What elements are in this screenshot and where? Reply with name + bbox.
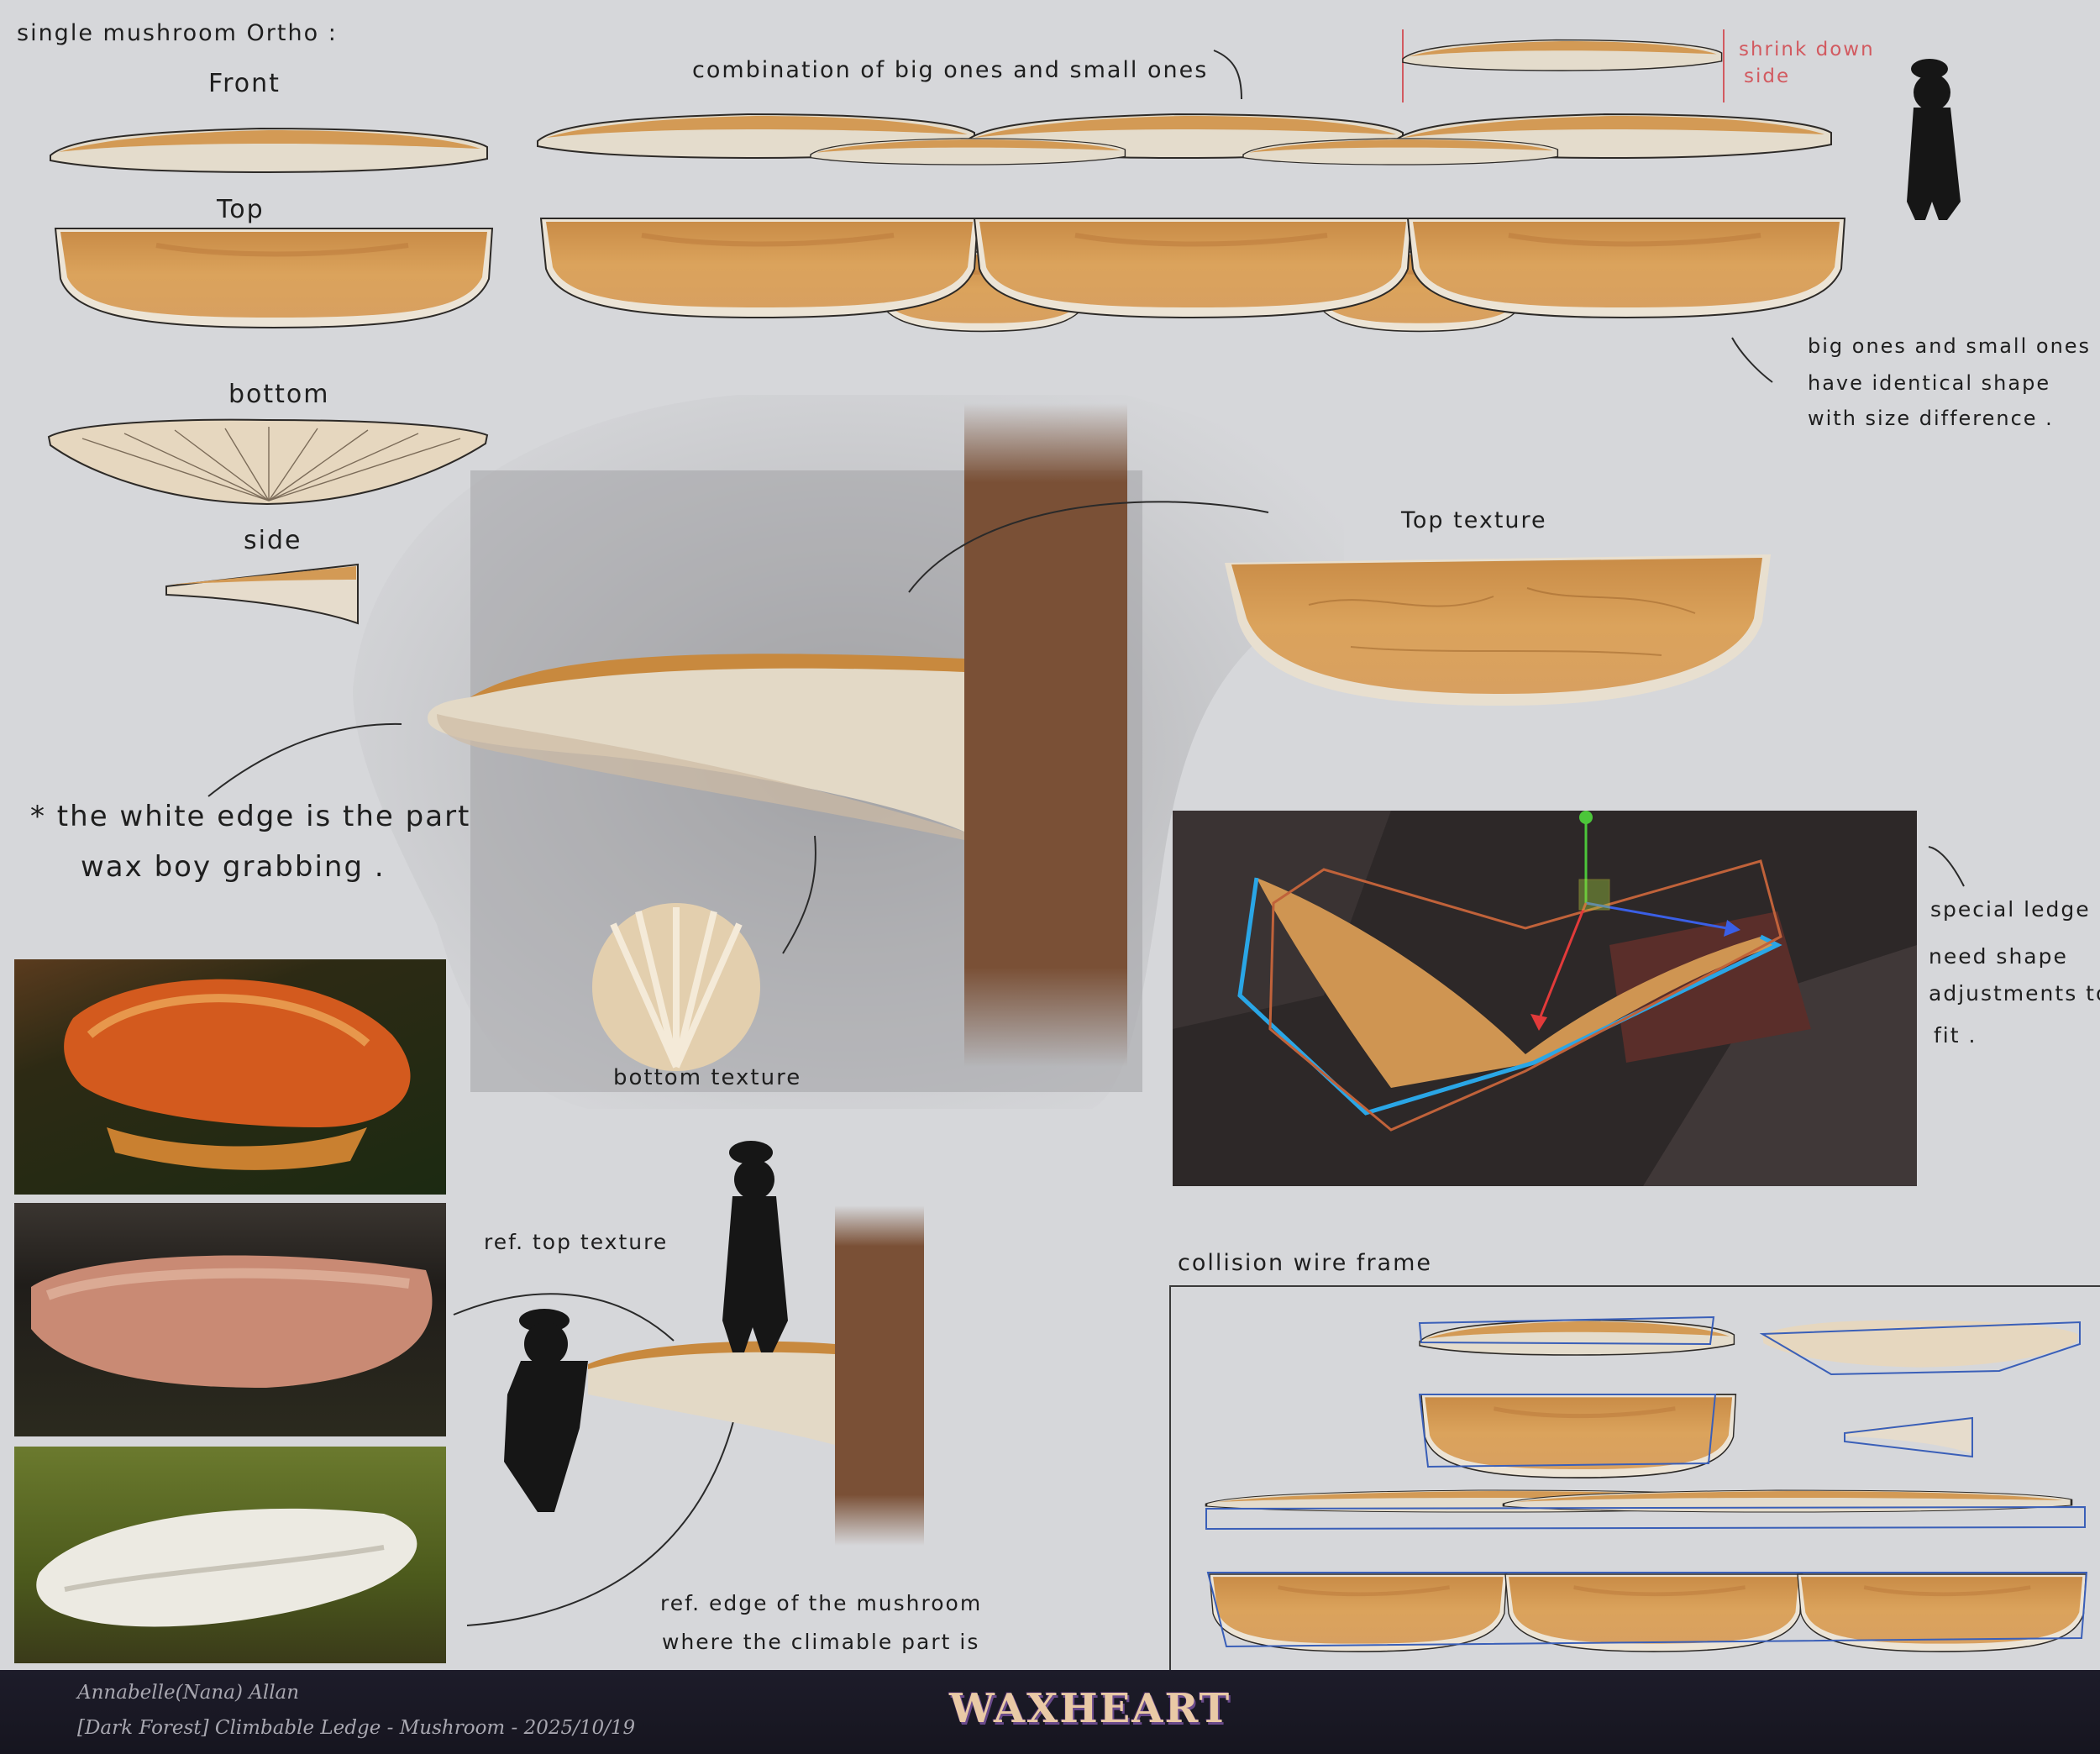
reference-photo-bracket <box>14 1203 446 1436</box>
combination-front-row <box>537 113 1832 165</box>
footer-bar: Annabelle(Nana) Allan [Dark Forest] Clim… <box>0 1670 2100 1754</box>
author-name: Annabelle(Nana) Allan <box>77 1682 300 1704</box>
arrow-icon <box>207 50 1965 1626</box>
shrink-down-mushroom <box>1402 29 1725 102</box>
front-label: Front <box>208 69 281 98</box>
tree-trunk <box>964 403 1127 1067</box>
ref-top-texture-label: ref. top texture <box>484 1230 669 1254</box>
identical-shape-line3: with size difference . <box>1808 407 2054 430</box>
white-edge-line2: wax boy grabbing . <box>81 850 386 884</box>
top-texture-swatch <box>1225 554 1771 706</box>
bottom-label: bottom <box>228 380 330 409</box>
collision-frame-border <box>1169 1285 2100 1673</box>
reference-photo-white <box>14 1447 446 1663</box>
shrink-side-label: side <box>1744 66 1791 87</box>
gizmo-axis-icon[interactable] <box>1530 811 1740 1031</box>
ref-edge-line2: where the climable part is <box>662 1630 980 1654</box>
identical-shape-line2: have identical shape <box>1808 371 2051 395</box>
character-silhouette-hanging <box>504 1309 588 1512</box>
reference-photo-orange <box>14 959 446 1195</box>
side-label: side <box>244 526 302 555</box>
bottom-view <box>47 418 489 506</box>
ref-edge-line1: ref. edge of the mushroom <box>660 1591 983 1615</box>
character-silhouette-standing <box>722 1141 788 1352</box>
special-ledge-line4: fit . <box>1934 1023 1977 1048</box>
top-view <box>55 228 492 328</box>
ref-ledge <box>588 1341 835 1445</box>
ref-trunk <box>835 1205 924 1546</box>
front-view <box>50 128 488 173</box>
top-texture-label: Top texture <box>1401 507 1547 533</box>
white-edge-line1: * the white edge is the part <box>30 800 471 833</box>
special-ledge-line2: need shape <box>1929 944 2068 969</box>
side-view <box>165 563 359 625</box>
special-ledge-line1: special ledge <box>1930 897 2091 922</box>
bottom-texture-label: bottom texture <box>613 1065 802 1090</box>
collision-wire-frame-label: collision wire frame <box>1178 1250 1432 1276</box>
ledge-mushroom-3d <box>428 654 965 840</box>
collision-wireframes <box>1205 1316 2087 1652</box>
top-label: Top <box>217 195 265 224</box>
shrink-down-label: shrink down <box>1739 39 1875 60</box>
special-ledge-line3: adjustments to <box>1929 981 2100 1006</box>
combination-top-row <box>541 218 1845 331</box>
character-silhouette-icon <box>1907 59 1961 220</box>
identical-shape-line1: big ones and small ones <box>1808 334 2092 358</box>
engine-viewport[interactable] <box>1173 811 1917 1186</box>
combination-label: combination of big ones and small ones <box>692 57 1209 83</box>
waxheart-logo: WAXHEART <box>949 1685 1231 1732</box>
sheet-caption: [Dark Forest] Climbable Ledge - Mushroom… <box>77 1717 636 1739</box>
bottom-texture-swatch <box>592 903 760 1071</box>
ortho-title: single mushroom Ortho : <box>17 20 338 46</box>
